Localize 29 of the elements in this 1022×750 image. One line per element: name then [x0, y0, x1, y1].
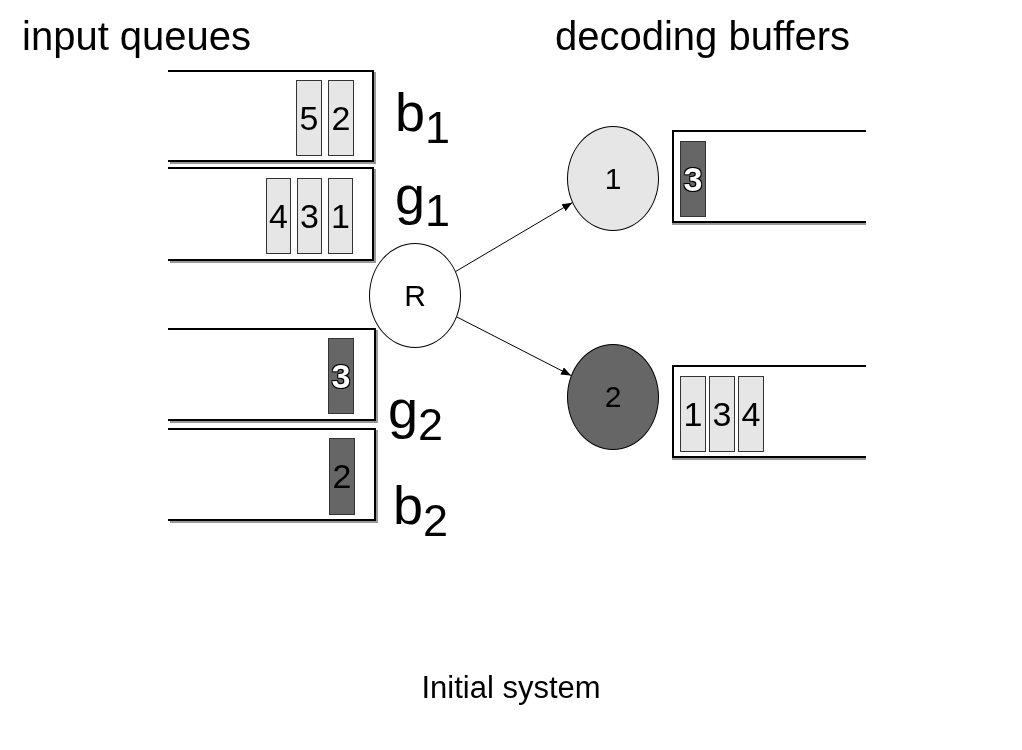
input-queue [168, 70, 374, 162]
decoder-circle: 1 [567, 126, 659, 231]
caption: Initial system [420, 672, 602, 703]
arrow [455, 202, 573, 272]
packet: 2 [329, 438, 355, 515]
packet: 1 [680, 376, 706, 452]
packet: 2 [328, 80, 354, 156]
decoder-circle: 2 [567, 344, 659, 450]
packet: 4 [266, 178, 291, 254]
queue-label: g$_{2}$ [388, 382, 444, 447]
arrow [456, 316, 572, 376]
packet: 3 [328, 338, 354, 414]
packet: 3 [297, 178, 322, 254]
input-queue [168, 428, 376, 521]
decoding-buffer [672, 130, 866, 223]
packet: 1 [328, 178, 353, 254]
heading: input queues [22, 16, 252, 56]
queue-label: b$_{2}$ [393, 478, 449, 543]
queue-label: g$_{1}$ [395, 168, 451, 233]
heading: decoding buffers [555, 16, 851, 56]
input-queue [168, 328, 376, 421]
packet: 3 [680, 141, 706, 217]
decoding-buffer [672, 365, 866, 458]
input-queue [168, 167, 374, 261]
packet: 4 [738, 376, 764, 452]
packet: 5 [296, 80, 322, 156]
queue-label: b$_{1}$ [395, 85, 451, 150]
router-circle: R [369, 243, 461, 348]
packet: 3 [709, 376, 735, 452]
